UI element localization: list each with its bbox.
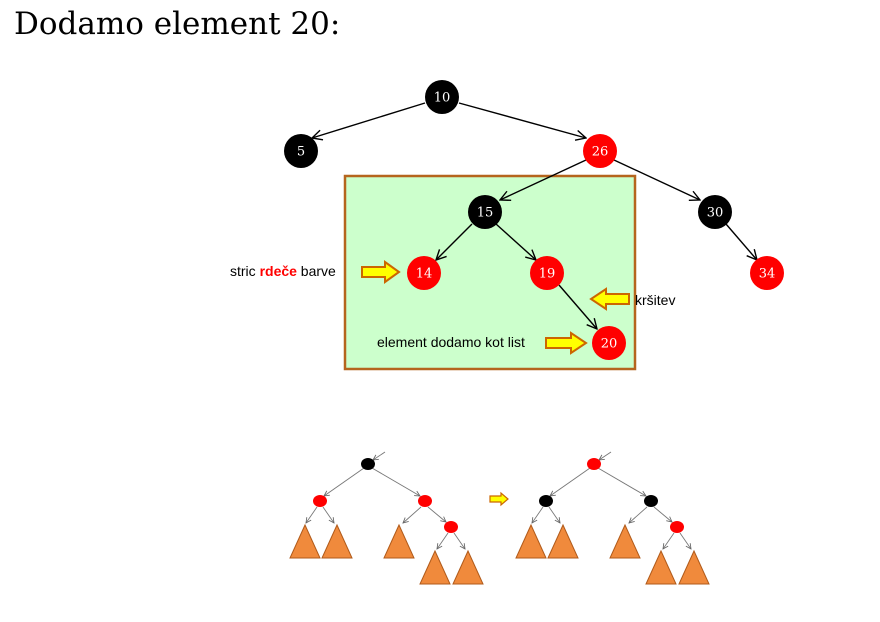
transition-arrow-icon [489, 491, 509, 507]
violation-arrow-icon [589, 287, 630, 311]
edge-30-34 [725, 223, 757, 260]
node-14: 14 [407, 256, 441, 290]
node-15: 15 [468, 195, 502, 229]
edge-26-30 [613, 159, 700, 200]
node-10: 10 [425, 80, 459, 114]
edge-26-15 [500, 159, 587, 200]
tree-edges [312, 102, 757, 329]
uncle-arrow-icon [361, 260, 401, 284]
svg-text:20: 20 [601, 337, 618, 352]
edge-15-14 [436, 223, 473, 260]
edge-10-5 [312, 102, 426, 138]
svg-text:15: 15 [477, 206, 494, 221]
edge-19-20 [558, 284, 597, 329]
svg-text:34: 34 [759, 267, 776, 282]
node-19: 19 [530, 256, 564, 290]
edge-15-19 [495, 223, 536, 260]
uncle-label: stric rdeče barve [230, 263, 336, 279]
node-5: 5 [284, 134, 318, 168]
svg-text:14: 14 [416, 267, 433, 282]
node-26: 26 [583, 134, 617, 168]
node-20: 20 [592, 326, 626, 360]
violation-label: kršitev [635, 292, 675, 308]
edge-10-26 [458, 102, 586, 138]
recolor-schematic-before [289, 451, 484, 585]
svg-text:5: 5 [297, 145, 305, 160]
svg-text:19: 19 [539, 267, 556, 282]
page-title: Dodamo element 20: [14, 6, 341, 42]
svg-text:26: 26 [592, 145, 609, 160]
leaf-label: element dodamo kot list [377, 334, 525, 350]
node-30: 30 [698, 195, 732, 229]
recolor-schematic-after [515, 451, 710, 585]
svg-text:10: 10 [434, 91, 451, 106]
leaf-arrow-icon [545, 331, 588, 355]
node-34: 34 [750, 256, 784, 290]
tree-nodes: 10 5 26 15 30 14 19 34 20 [284, 80, 784, 360]
svg-text:30: 30 [707, 206, 724, 221]
